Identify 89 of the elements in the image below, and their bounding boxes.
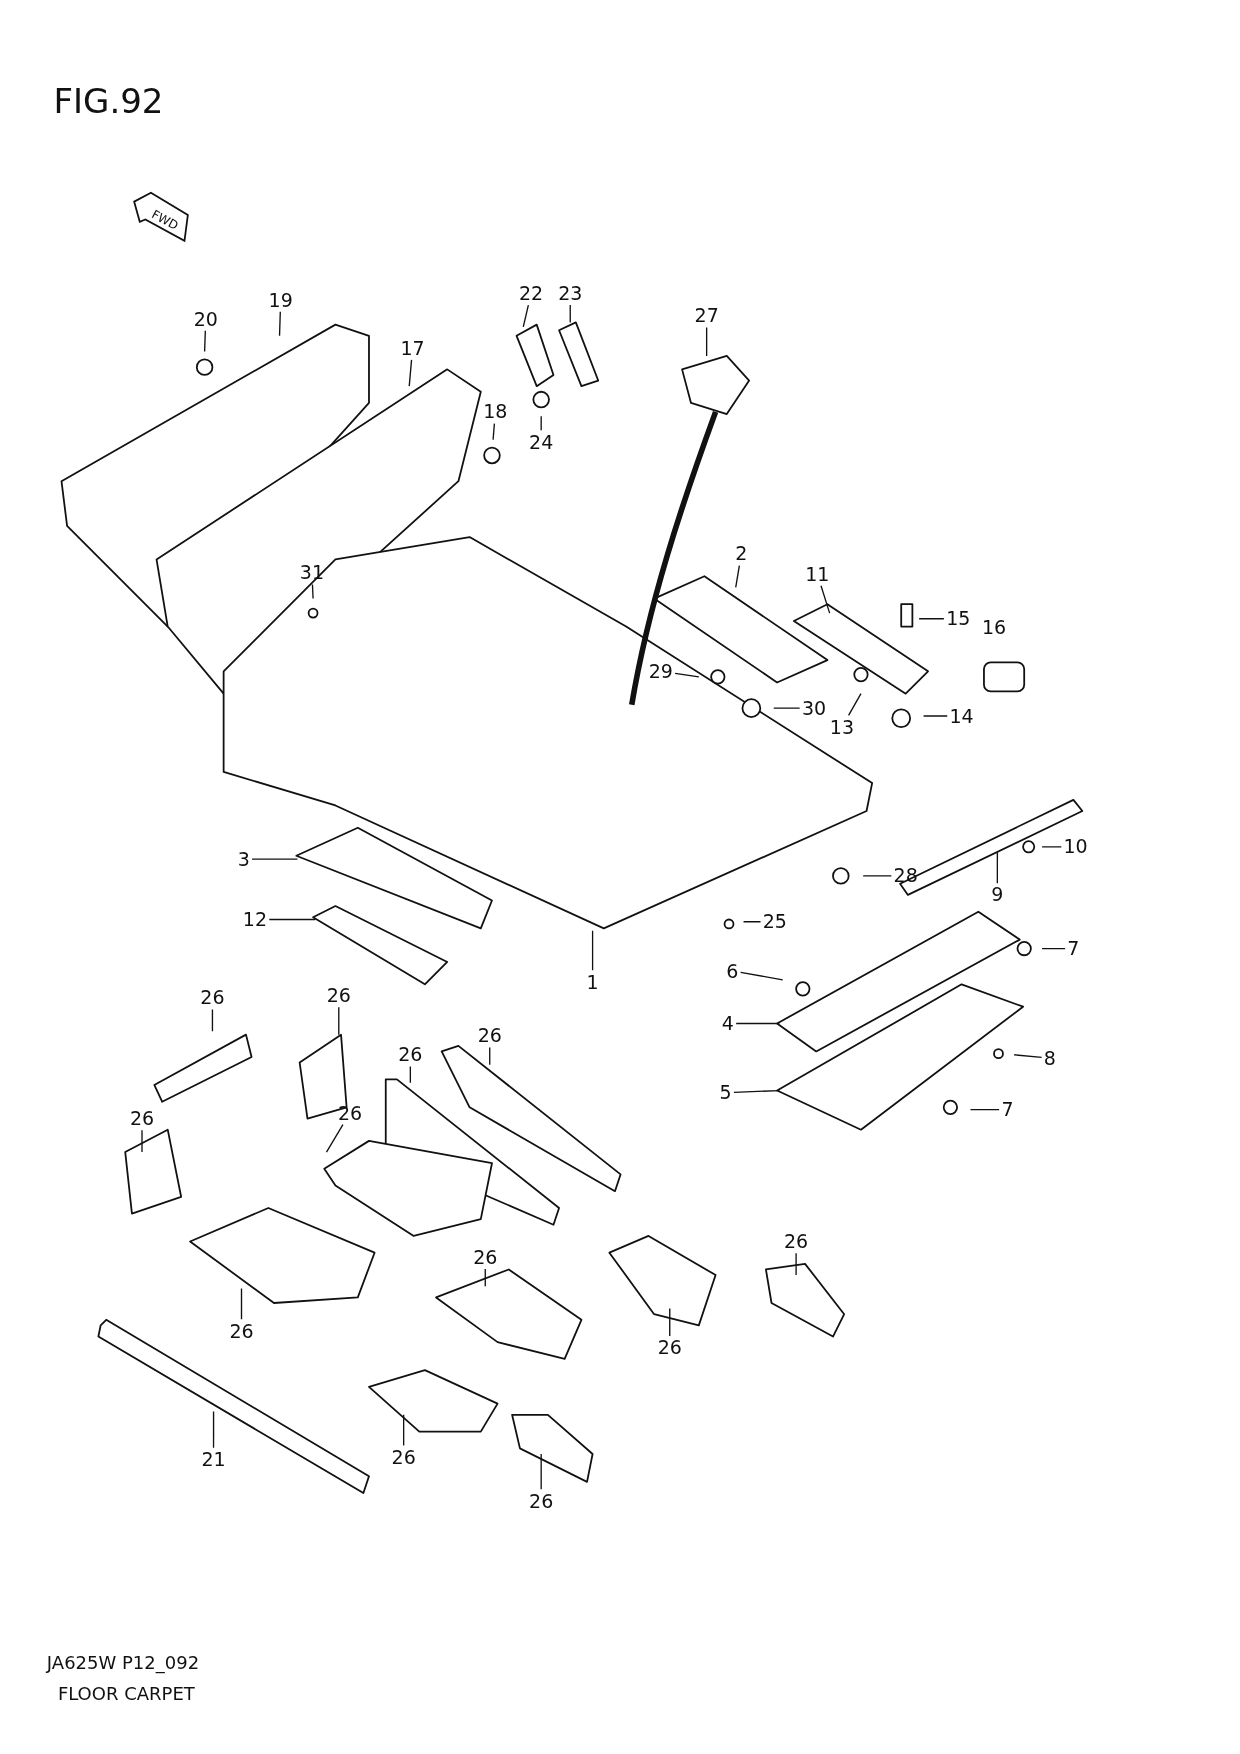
callout-number: 30 — [801, 698, 827, 718]
callout-number: 26 — [200, 987, 225, 1007]
callout-number: 26 — [529, 1491, 554, 1510]
callout-number: 16 — [981, 617, 1007, 637]
leader-line — [540, 415, 542, 431]
callout-number: 21 — [201, 1449, 226, 1469]
callout-number: 11 — [805, 564, 830, 584]
leader-line — [773, 707, 801, 709]
leader-line — [1041, 846, 1062, 848]
callout-number: 25 — [762, 911, 787, 931]
callout-number: 19 — [268, 290, 293, 310]
leader-line — [408, 359, 413, 387]
callout-number: 6 — [726, 961, 739, 981]
leader-line — [489, 1046, 491, 1066]
callout-number: 20 — [193, 309, 218, 329]
leader-line — [1041, 947, 1066, 950]
leader-line — [409, 1065, 412, 1084]
leader-line — [522, 304, 530, 328]
callout-number: 23 — [558, 283, 583, 303]
callout-number: 28 — [893, 866, 918, 885]
figure-title: FIG.92 — [53, 83, 164, 118]
callout-number: 26 — [391, 1447, 416, 1467]
callout-number: 13 — [829, 717, 855, 737]
leader-line — [268, 918, 316, 921]
leader-line — [735, 564, 741, 589]
direction-label: FWD — [150, 208, 181, 233]
callout-number: 29 — [648, 661, 673, 681]
leader-line — [922, 715, 948, 717]
leader-line — [141, 1129, 143, 1153]
callout-number: 26 — [473, 1247, 498, 1267]
leader-line — [795, 1252, 797, 1276]
leader-line — [862, 875, 892, 877]
callout-number: 24 — [529, 432, 554, 452]
callout-number: 12 — [242, 909, 267, 929]
drawing-caption: FLOOR CARPET — [57, 1684, 195, 1703]
callout-number: 22 — [519, 283, 544, 303]
callout-number: 26 — [657, 1337, 682, 1357]
leader-line — [739, 971, 784, 981]
leader-line — [338, 1006, 340, 1036]
leader-line — [240, 1287, 243, 1320]
callout-number: 4 — [721, 1013, 734, 1033]
callout-number: 26 — [784, 1231, 809, 1251]
callout-number: 31 — [299, 562, 325, 582]
leader-line — [733, 1089, 780, 1094]
leader-line — [735, 1022, 780, 1025]
leader-line — [211, 1008, 214, 1032]
leader-line — [484, 1268, 486, 1287]
leader-line — [969, 1108, 1000, 1111]
callout-number: 18 — [483, 401, 508, 421]
leader-line — [492, 422, 496, 441]
drawing-code: JA625W P12_092 — [46, 1653, 200, 1672]
leader-line — [1013, 1054, 1043, 1058]
callout-number: 26 — [337, 1103, 363, 1123]
leader-line — [674, 672, 700, 678]
leader-line — [569, 304, 571, 324]
callout-number: 7 — [1067, 938, 1080, 958]
callout-number: 8 — [1043, 1048, 1056, 1068]
leader-line — [918, 618, 945, 620]
leader-line — [212, 1410, 215, 1449]
leader-line — [325, 1124, 344, 1153]
leader-line — [402, 1414, 405, 1447]
callout-number: 26 — [477, 1025, 502, 1045]
callout-number: 26 — [398, 1044, 423, 1064]
callout-number: 5 — [719, 1082, 732, 1102]
leader-line — [847, 692, 862, 717]
callout-number: 1 — [586, 972, 599, 992]
callout-number: 26 — [326, 985, 351, 1005]
leader-line — [311, 583, 314, 600]
callout-number: 15 — [946, 608, 971, 628]
callout-number: 14 — [949, 706, 974, 726]
callout-number: 2 — [735, 543, 748, 563]
callout-number: 3 — [237, 849, 250, 869]
leader-line — [705, 326, 708, 357]
leader-line — [540, 1453, 542, 1490]
leader-line — [996, 851, 999, 884]
callout-number: 17 — [400, 338, 425, 358]
leader-line — [669, 1307, 671, 1337]
callout-number: 7 — [1001, 1099, 1014, 1119]
callout-number: 9 — [991, 885, 1004, 904]
callout-number: 10 — [1063, 836, 1088, 856]
leader-line — [251, 858, 299, 860]
leader-line — [591, 930, 594, 972]
callout-number: 26 — [229, 1321, 254, 1341]
callout-number: 26 — [129, 1108, 155, 1128]
leader-line — [742, 921, 762, 923]
leader-line — [203, 330, 206, 353]
leader-line — [278, 311, 281, 337]
callout-number: 27 — [694, 305, 719, 325]
leader-line — [820, 585, 831, 614]
